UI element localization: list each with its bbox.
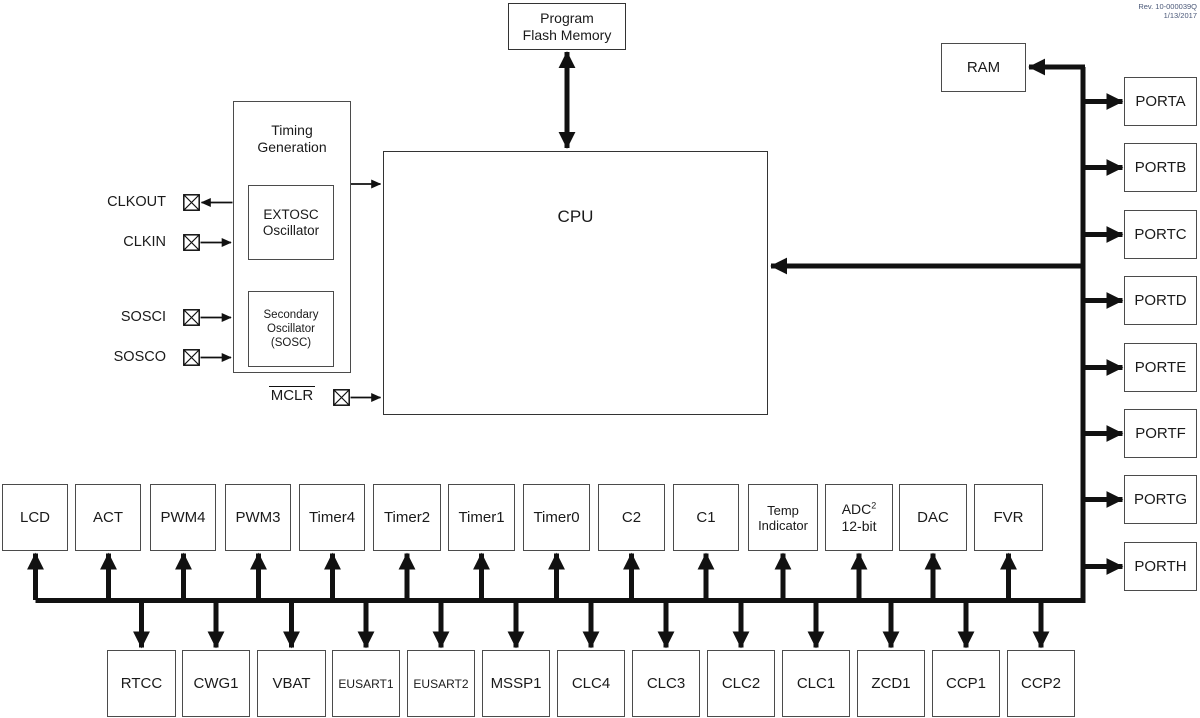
block-portf: PORTF <box>1124 409 1197 458</box>
block-clc1: CLC1 <box>782 650 850 717</box>
crossed-box-icon <box>183 194 200 211</box>
block-rtcc: RTCC <box>107 650 176 717</box>
block-timer4: Timer4 <box>299 484 365 551</box>
crossed-box-icon <box>183 234 200 251</box>
revision-number: Rev. 10-000039Q <box>1138 2 1197 11</box>
pin-label-mclr: MCLR <box>268 386 316 406</box>
block-c1: C1 <box>673 484 739 551</box>
block-ram: RAM <box>941 43 1026 92</box>
block-adc-12bit: ADC2 12-bit <box>825 484 893 551</box>
revision-note: Rev. 10-000039Q 1/13/2017 <box>1138 2 1197 20</box>
block-temp-indicator: Temp Indicator <box>748 484 818 551</box>
block-mssp1: MSSP1 <box>482 650 550 717</box>
crossed-box-icon <box>333 389 350 406</box>
pin-label-sosco: SOSCO <box>113 349 166 365</box>
block-portd: PORTD <box>1124 276 1197 325</box>
block-cwg1: CWG1 <box>182 650 250 717</box>
block-timer2: Timer2 <box>373 484 441 551</box>
pin-symbol-clkin <box>183 234 200 251</box>
block-program-flash-memory: Program Flash Memory <box>508 3 626 50</box>
pin-label-clkin: CLKIN <box>123 234 166 250</box>
block-timer1: Timer1 <box>448 484 515 551</box>
block-ccp2: CCP2 <box>1007 650 1075 717</box>
block-porth: PORTH <box>1124 542 1197 591</box>
block-fvr: FVR <box>974 484 1043 551</box>
block-clc3: CLC3 <box>632 650 700 717</box>
block-clc4: CLC4 <box>557 650 625 717</box>
pin-label-clkout: CLKOUT <box>107 194 166 210</box>
pin-symbol-mclr <box>333 389 350 406</box>
block-secondary-oscillator: Secondary Oscillator (SOSC) <box>248 291 334 367</box>
block-dac: DAC <box>899 484 967 551</box>
block-act: ACT <box>75 484 141 551</box>
block-portg: PORTG <box>1124 475 1197 524</box>
block-vbat: VBAT <box>257 650 326 717</box>
block-ccp1: CCP1 <box>932 650 1000 717</box>
crossed-box-icon <box>183 309 200 326</box>
pin-label-sosci: SOSCI <box>120 309 166 325</box>
block-c2: C2 <box>598 484 665 551</box>
revision-date: 1/13/2017 <box>1163 11 1197 20</box>
block-portb: PORTB <box>1124 143 1197 192</box>
block-pwm3: PWM3 <box>225 484 291 551</box>
crossed-box-icon <box>183 349 200 366</box>
mclr-overline-text: MCLR <box>268 386 316 404</box>
block-porte: PORTE <box>1124 343 1197 392</box>
block-eusart2: EUSART2 <box>407 650 475 717</box>
block-porta: PORTA <box>1124 77 1197 126</box>
block-timer0: Timer0 <box>523 484 590 551</box>
pin-symbol-sosco <box>183 349 200 366</box>
block-portc: PORTC <box>1124 210 1197 259</box>
block-extosc-oscillator: EXTOSC Oscillator <box>248 185 334 260</box>
pin-symbol-clkout <box>183 194 200 211</box>
block-cpu: CPU <box>383 151 768 415</box>
block-clc2: CLC2 <box>707 650 775 717</box>
block-pwm4: PWM4 <box>150 484 216 551</box>
block-lcd: LCD <box>2 484 68 551</box>
block-zcd1: ZCD1 <box>857 650 925 717</box>
pin-symbol-sosci <box>183 309 200 326</box>
block-eusart1: EUSART1 <box>332 650 400 717</box>
